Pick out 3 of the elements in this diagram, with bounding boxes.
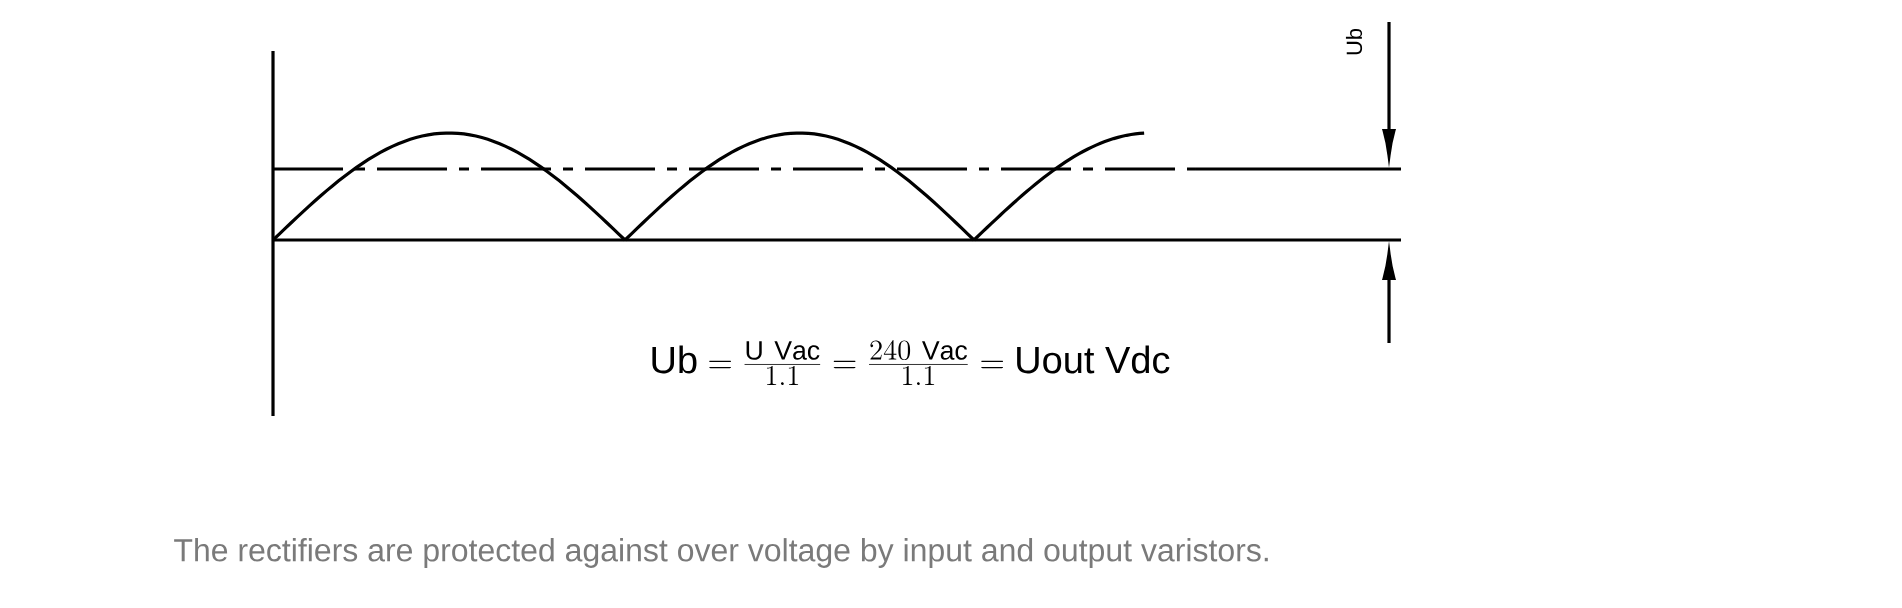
caption: The rectifiers are protected against over voltage by input and output varistors. (174, 538, 1268, 568)
dimension-label: Ub (1345, 28, 1363, 55)
formula: $\mathrm{Ub} = \frac{\mathrm{U\ Vac}}{1.1} = \frac{240\ \mathrm{Vac}}{1.1} = \mathrm{Uout\ Vdc}$ (652, 340, 1170, 386)
